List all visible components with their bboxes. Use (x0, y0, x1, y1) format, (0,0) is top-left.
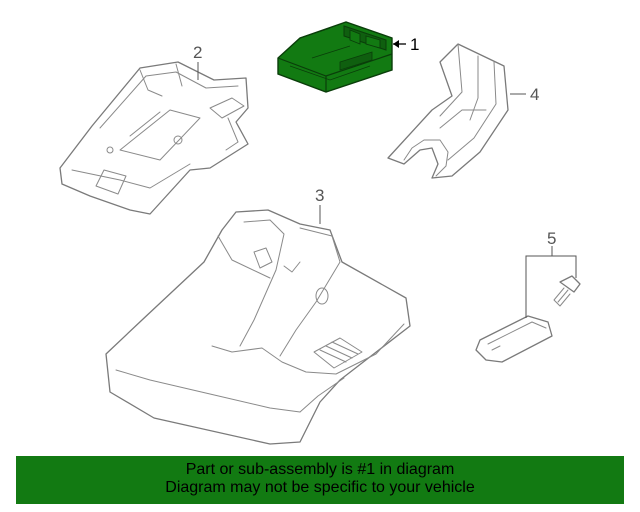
part-2-bracket[interactable] (59, 61, 249, 215)
callout-4[interactable]: 4 (530, 85, 539, 104)
part-3-console-housing[interactable] (105, 209, 411, 445)
callout-2[interactable]: 2 (193, 43, 202, 62)
callout-3[interactable]: 3 (315, 186, 324, 205)
footer-line-1: Part or sub-assembly is #1 in diagram (185, 461, 455, 478)
callout-5[interactable]: 5 (547, 229, 556, 248)
part-4-trim-cover[interactable] (387, 43, 509, 179)
part-5-lamp-and-screw[interactable] (475, 275, 581, 363)
part-1-module[interactable] (277, 21, 393, 93)
footer-line-2: Diagram may not be specific to your vehi… (165, 479, 475, 496)
footer-banner: Part or sub-assembly is #1 in diagram Di… (16, 456, 624, 504)
parts-diagram: 1 2 3 (59, 21, 581, 445)
leader-arrow-1 (393, 40, 399, 48)
leader-bracket-5 (525, 255, 577, 318)
callout-1[interactable]: 1 (410, 35, 419, 54)
